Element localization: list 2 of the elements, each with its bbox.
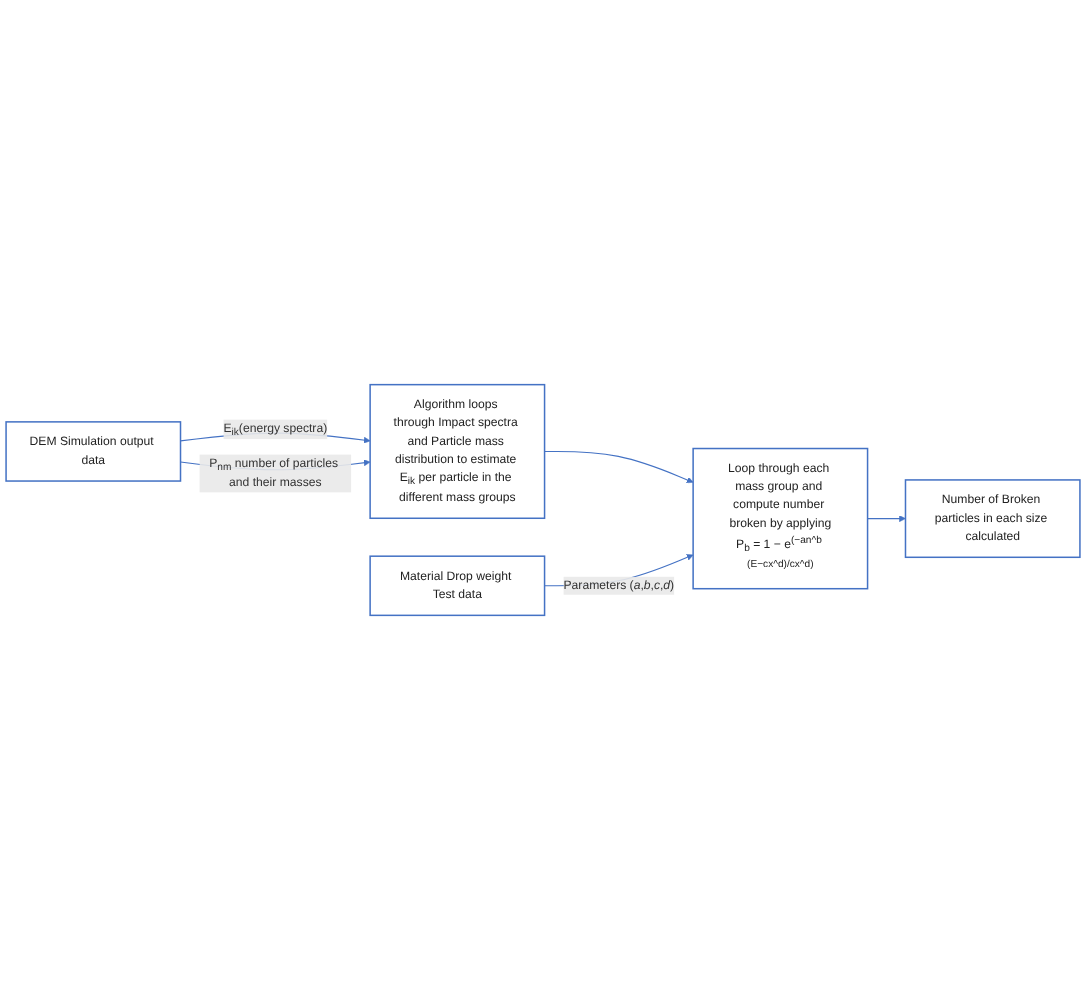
arrow (544, 450, 694, 484)
arrow (867, 515, 906, 522)
